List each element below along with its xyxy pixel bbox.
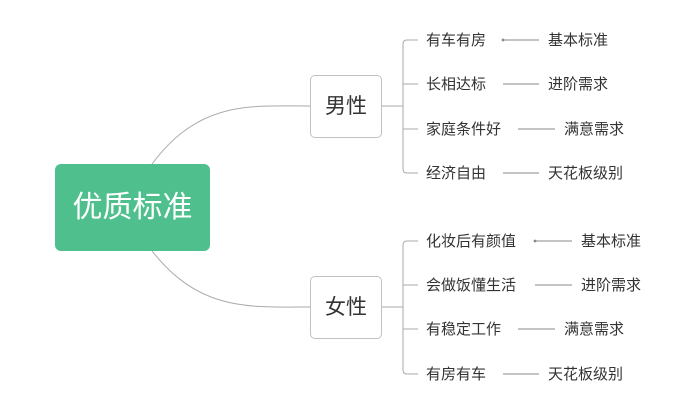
female-level-1[interactable]: 基本标准 <box>581 232 642 250</box>
branch-node-male[interactable]: 男性 <box>310 75 382 138</box>
connector-root-male <box>151 105 311 165</box>
connector-female-bracket <box>402 240 418 375</box>
male-level-4[interactable]: 天花板级别 <box>548 164 624 182</box>
female-condition-2[interactable]: 会做饭懂生活 <box>426 276 517 294</box>
root-node[interactable]: 优质标准 <box>55 164 210 251</box>
female-condition-4[interactable]: 有房有车 <box>426 365 487 383</box>
connector-male-bracket <box>402 39 418 174</box>
connector-male-level-1-dot <box>501 38 505 42</box>
male-condition-2[interactable]: 长相达标 <box>426 75 487 93</box>
female-level-3[interactable]: 满意需求 <box>564 320 625 338</box>
male-condition-1[interactable]: 有车有房 <box>426 31 487 49</box>
connector-female-level-1-dot <box>533 239 537 243</box>
female-level-2[interactable]: 进阶需求 <box>581 276 642 294</box>
connector-root-female <box>151 250 311 308</box>
male-level-3[interactable]: 满意需求 <box>564 120 625 138</box>
female-condition-1[interactable]: 化妆后有颜值 <box>426 232 517 250</box>
branch-node-female[interactable]: 女性 <box>310 276 382 339</box>
male-level-1[interactable]: 基本标准 <box>548 31 609 49</box>
female-level-4[interactable]: 天花板级别 <box>548 365 624 383</box>
male-condition-3[interactable]: 家庭条件好 <box>426 120 502 138</box>
female-condition-3[interactable]: 有稳定工作 <box>426 320 502 338</box>
male-level-2[interactable]: 进阶需求 <box>548 75 609 93</box>
male-condition-4[interactable]: 经济自由 <box>426 164 487 182</box>
